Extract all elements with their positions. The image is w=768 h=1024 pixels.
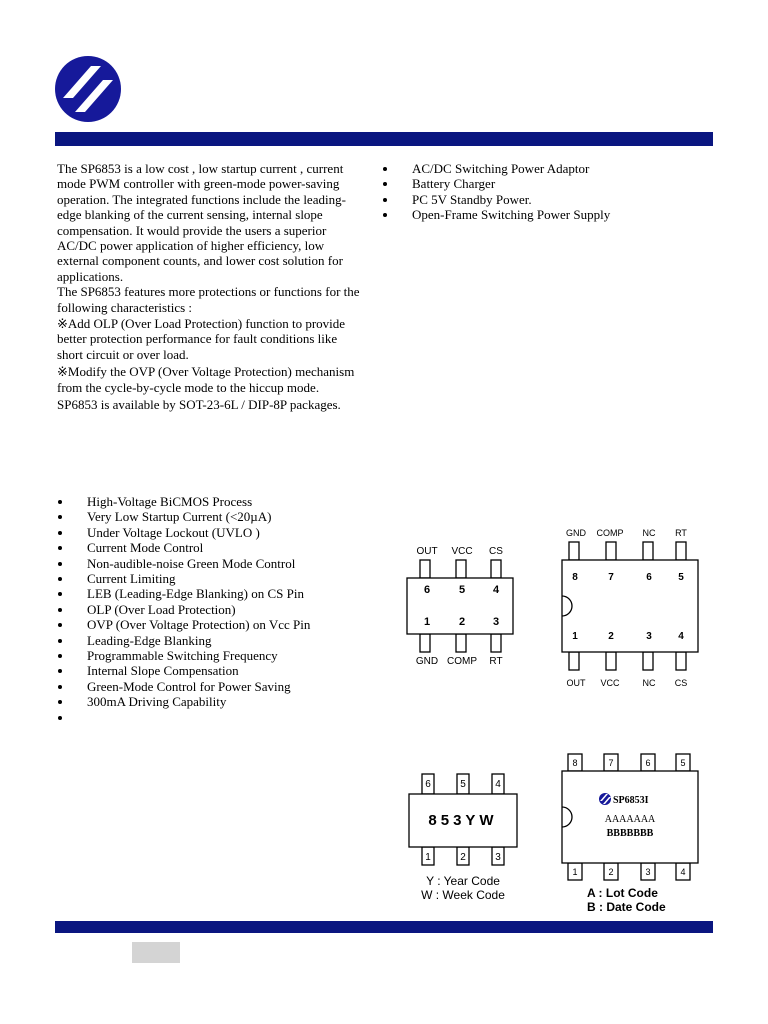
marking-legend: W : Week Code [421,888,505,902]
pin-number: 7 [608,572,614,583]
dip-marking-diagram: 8 7 6 5 1 2 3 4 SP6853I AAAAAAA BBBBBBB … [561,753,699,914]
description-paragraph: ※Modify the OVP (Over Voltage Protection… [57,364,355,395]
pin-number: 4 [678,631,684,642]
company-logo-icon [55,56,121,122]
pin-label: CS [489,546,503,557]
pin-number: 5 [680,758,685,768]
list-item [55,710,375,725]
list-item: OLP (Over Load Protection) [55,602,375,617]
pin-number: 1 [572,867,577,877]
pin-number: 2 [608,631,614,642]
pin-number: 2 [608,867,613,877]
pin-number: 3 [645,867,650,877]
pin-label: NC [643,528,656,538]
part-number: SP6853I [613,795,649,806]
pin-number: 5 [460,779,466,790]
pin-number: 4 [680,867,685,877]
description-paragraph: SP6853 is available by SOT-23-6L / DIP-8… [57,397,341,413]
pin-label: VCC [451,546,472,557]
pin-number: 3 [646,631,652,642]
list-item: LEB (Leading-Edge Blanking) on CS Pin [55,586,375,601]
pin-number: 8 [572,572,578,583]
list-item: Current Limiting [55,571,375,586]
pin-number: 2 [459,616,465,628]
pin-label: OUT [567,678,587,688]
list-item: Under Voltage Lockout (UVLO ) [55,525,375,540]
list-item: AC/DC Switching Power Adaptor [380,161,680,176]
marking-line: BBBBBBB [607,828,654,839]
pin-number: 2 [460,852,466,863]
pin-label: VCC [600,678,620,688]
pin-label: GND [566,528,587,538]
pin-number: 6 [645,758,650,768]
pin-label: OUT [416,546,437,557]
pin-label: COMP [597,528,624,538]
list-item: Programmable Switching Frequency [55,648,375,663]
pin-label: NC [643,678,656,688]
pin-label: GND [416,656,438,667]
marking-legend: Y : Year Code [426,874,500,888]
pin-label: RT [675,528,687,538]
pin-number: 1 [425,852,431,863]
pin-number: 4 [495,779,501,790]
pin-number: 3 [495,852,501,863]
list-item: Leading-Edge Blanking [55,633,375,648]
pin-number: 6 [646,572,652,583]
list-item: Very Low Startup Current (<20µA) [55,509,375,524]
dip-pin-diagram: GND COMP NC RT OUT VCC NC CS 8 7 6 5 1 2… [561,528,699,688]
pin-number: 7 [608,758,613,768]
marking-line: AAAAAAA [605,814,656,825]
list-item: Non-audible-noise Green Mode Control [55,556,375,571]
pin-number: 6 [424,584,430,596]
pin-number: 1 [572,631,578,642]
chip-logo-icon [599,793,611,805]
description-paragraph: The SP6853 features more protections or … [57,284,360,315]
pin-number: 8 [572,758,577,768]
list-item: 300mA Driving Capability [55,694,375,709]
list-item: Current Mode Control [55,540,375,555]
list-item: Green-Mode Control for Power Saving [55,679,375,694]
pin-label: CS [675,678,688,688]
marking-legend: B : Date Code [587,900,666,914]
sot-pin-diagram: OUT VCC CS GND COMP RT 6 5 4 1 2 3 [406,546,514,667]
footer-box [132,942,180,963]
pin-label: COMP [447,656,477,667]
footer-bar [55,921,713,933]
pin-number: 6 [425,779,431,790]
description: The SP6853 is a low cost , low startup c… [57,161,362,413]
pin-label: RT [489,656,502,667]
list-item: High-Voltage BiCMOS Process [55,494,375,509]
pin-number: 3 [493,616,499,628]
pin-number: 5 [678,572,684,583]
header-bar [55,132,713,146]
list-item: PC 5V Standby Power. [380,192,680,207]
list-item: OVP (Over Voltage Protection) on Vcc Pin [55,617,375,632]
sot-marking-diagram: 6 5 4 1 2 3 853YW Y : Year Code W : Week… [408,773,518,902]
pin-number: 5 [459,584,465,596]
pin-number: 1 [424,616,430,628]
applications: AC/DC Switching Power Adaptor Battery Ch… [380,161,680,223]
list-item: Battery Charger [380,176,680,191]
description-paragraph: The SP6853 is a low cost , low startup c… [57,161,346,284]
pin-number: 4 [493,584,500,596]
description-paragraph: ※Add OLP (Over Load Protection) function… [57,316,346,362]
marking-code: 853YW [428,812,497,829]
list-item: Open-Frame Switching Power Supply [380,207,680,222]
marking-legend: A : Lot Code [587,886,658,900]
features: High-Voltage BiCMOS Process Very Low Sta… [55,494,375,725]
list-item: Internal Slope Compensation [55,663,375,678]
